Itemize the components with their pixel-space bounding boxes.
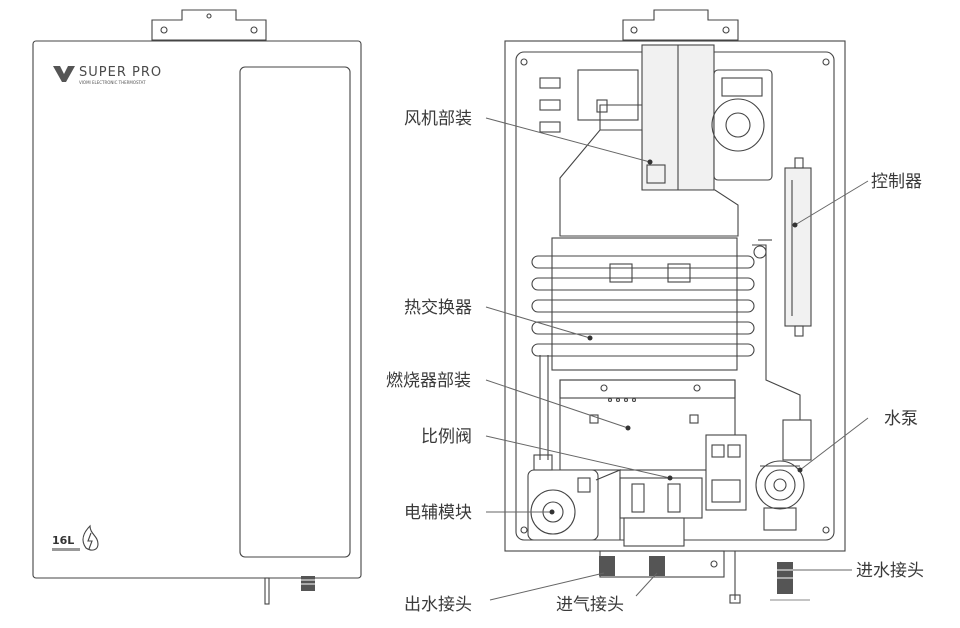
label-burner: 燃烧器部装 (386, 371, 471, 391)
heat-exchanger-body (551, 237, 738, 371)
water-pump (755, 419, 812, 531)
label-water-inlet: 进水接头 (856, 561, 924, 581)
valve-body (705, 434, 747, 511)
label-electric-module: 电辅模块 (404, 503, 472, 523)
gas-connector (649, 556, 665, 576)
leader-lines (485, 117, 869, 601)
flue-hood (559, 129, 739, 237)
controller-box (784, 167, 812, 327)
display-window (239, 66, 351, 558)
brand-subtitle: VIOMI ELECTRONIC THERMOSTAT (79, 80, 146, 85)
front-pipe (264, 577, 270, 605)
label-heat-exchanger: 热交换器 (404, 298, 472, 318)
brand-name: SUPER PRO (79, 65, 162, 80)
label-water-outlet: 出水接头 (404, 595, 472, 615)
outlet-connector (599, 556, 615, 576)
label-proportional-valve: 比例阀 (421, 427, 472, 447)
label-controller: 控制器 (871, 172, 922, 192)
front-top-bracket (151, 9, 267, 41)
heat-exchanger (531, 237, 801, 460)
electric-module-body (527, 469, 599, 541)
capacity-badge: 16L (52, 534, 74, 547)
internal-top-bracket (622, 9, 739, 41)
label-gas-inlet: 进气接头 (556, 595, 624, 615)
brand-logo-icon (53, 66, 75, 82)
label-fan: 风机部装 (404, 109, 472, 129)
front-view: SUPER PRO VIOMI ELECTRONIC THERMOSTAT 16… (32, 9, 362, 605)
component-labels: 风机部装 热交换器 燃烧器部装 比例阀 电辅模块 控制器 水泵 进水接头 出水接… (386, 109, 924, 615)
proportional-valve (619, 434, 747, 547)
label-water-pump: 水泵 (884, 409, 918, 429)
flame-lightning-icon (82, 524, 99, 551)
internal-view (504, 9, 846, 604)
pump-housing (755, 460, 805, 510)
controller-unit (784, 157, 812, 337)
